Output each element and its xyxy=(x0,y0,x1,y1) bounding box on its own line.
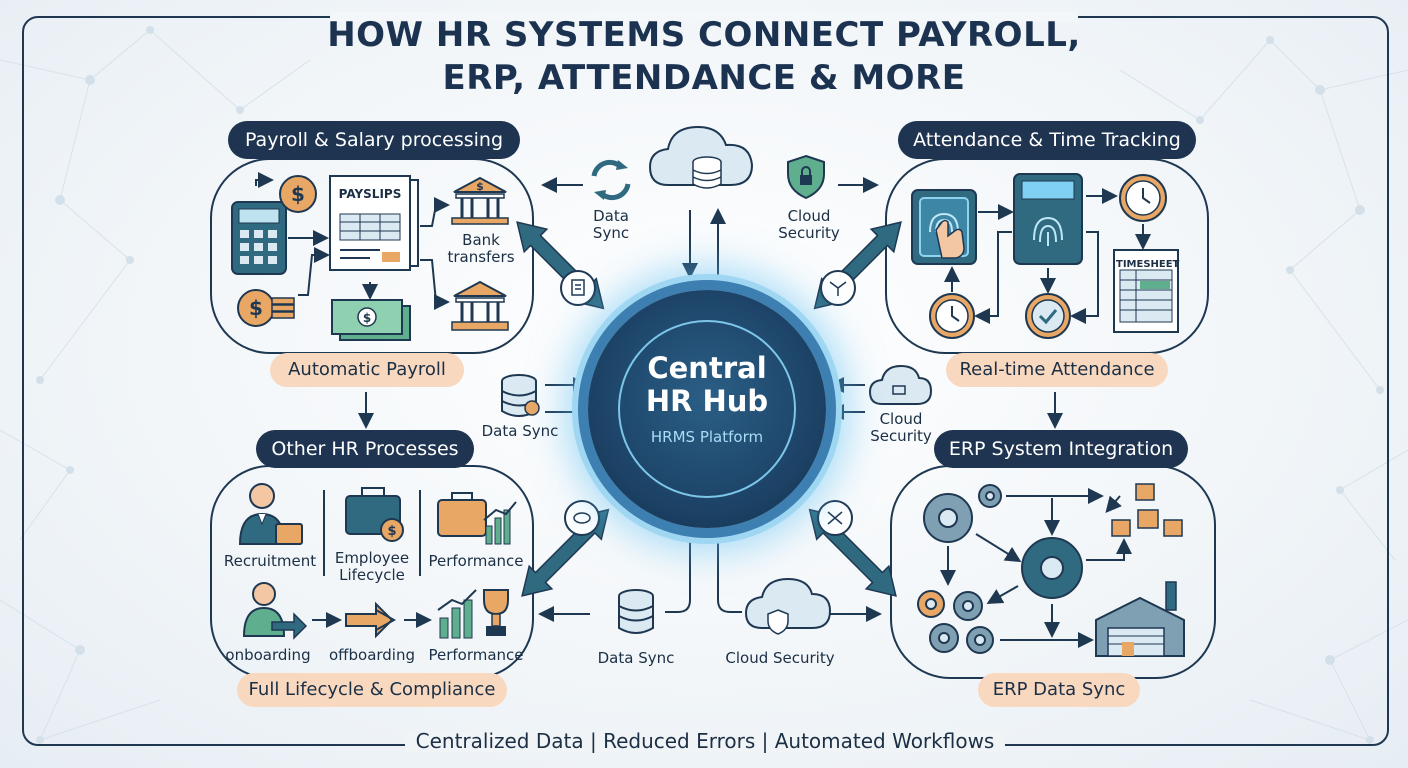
offboarding-arrow-icon xyxy=(345,601,397,639)
small-cloud-icon xyxy=(868,364,933,405)
footer-backdrop xyxy=(405,732,1005,752)
payslips-label: PAYSLIPS xyxy=(338,187,402,201)
title-backdrop xyxy=(330,12,1078,22)
svg-text:$: $ xyxy=(249,296,263,320)
svg-text:$: $ xyxy=(363,311,371,325)
check-timer-icon xyxy=(1025,293,1071,339)
document-badge-icon xyxy=(560,270,596,306)
cash-icon: $ xyxy=(331,299,411,341)
bottom-database-icon xyxy=(618,589,654,634)
factory-warehouse-icon xyxy=(1095,581,1185,657)
stopwatch-icon xyxy=(929,293,975,339)
bottom-cloud-security-label: Cloud Security xyxy=(725,649,835,667)
arrow-hub-down-left xyxy=(665,536,691,613)
hub-inner-ring xyxy=(618,320,796,498)
shield-lock-icon xyxy=(787,154,825,200)
svg-text:$: $ xyxy=(291,182,305,206)
hub-title-line-1: Central xyxy=(647,351,767,385)
bank-transfers-label: Bank transfers xyxy=(438,232,524,266)
hub-subtitle: HRMS Platform xyxy=(650,428,764,446)
calculator-icon xyxy=(231,201,287,275)
database-icon xyxy=(501,374,540,417)
top-cloud-security-label: Cloud Security xyxy=(774,208,844,242)
performance-briefcase-icon xyxy=(437,492,517,545)
payslip-document-icon xyxy=(329,175,419,271)
right-security-line-1: Cloud xyxy=(879,410,923,428)
bottom-data-sync-label: Data Sync xyxy=(597,649,675,667)
hub-title-line-2: HR Hub xyxy=(645,384,769,418)
gear-large-icon xyxy=(923,493,973,543)
left-data-sync-label: Data Sync xyxy=(481,422,559,440)
top-sync-line-2: Sync xyxy=(592,224,630,242)
title-line-1: HOW HR SYSTEMS CONNECT PAYROLL, xyxy=(327,15,1081,55)
boxes-icon xyxy=(1111,483,1183,537)
timesheet-icon xyxy=(1113,249,1179,333)
attendance-header: Attendance & Time Tracking xyxy=(898,121,1196,159)
top-security-line-1: Cloud xyxy=(787,207,831,225)
bank-label-1: Bank xyxy=(462,231,500,249)
onboarding-label: onboarding xyxy=(225,646,311,664)
bank-building-icon xyxy=(451,280,509,331)
cloud-database-icon xyxy=(648,125,754,189)
recruiter-icon xyxy=(238,483,303,545)
payroll-header: Payroll & Salary processing xyxy=(228,121,520,159)
onboarding-person-icon xyxy=(242,582,308,640)
employee-label-1: Employee xyxy=(334,549,410,567)
cloud-lock-icon xyxy=(744,577,832,635)
right-security-line-2: Security xyxy=(870,427,932,445)
employee-lifecycle-label: Employee Lifecycle xyxy=(326,550,418,584)
gear-small-icon xyxy=(978,484,1002,508)
payroll-footer: Automatic Payroll xyxy=(270,353,464,387)
offboarding-label: offboarding xyxy=(328,646,416,664)
hr-processes-header: Other HR Processes xyxy=(256,430,474,468)
gear-cluster-icon xyxy=(917,590,994,654)
gear-center-icon xyxy=(1021,537,1083,599)
sync-badge-icon xyxy=(564,500,600,536)
timesheet-label: TIMESHEET xyxy=(1116,259,1180,270)
trophy-chart-icon xyxy=(437,589,509,639)
erp-footer: ERP Data Sync xyxy=(978,673,1140,707)
recruitment-label: Recruitment xyxy=(223,552,317,570)
central-hub: Central HR Hub HRMS Platform xyxy=(588,290,826,528)
coin-stack-icon: $ xyxy=(237,289,295,327)
right-cloud-security-label: Cloud Security xyxy=(866,411,936,445)
briefcase-dollar-icon: $ xyxy=(345,487,404,542)
title-line-2: ERP, ATTENDANCE & MORE xyxy=(442,58,966,98)
arrow-hub-down-right xyxy=(717,536,742,613)
hub-title: Central HR Hub xyxy=(588,352,826,418)
employee-label-2: Lifecycle xyxy=(339,566,405,584)
clock-icon xyxy=(1119,174,1167,222)
svg-text:$: $ xyxy=(387,524,396,539)
bank-label-2: transfers xyxy=(447,248,515,266)
bank-icon: $ xyxy=(451,176,509,225)
fingerprint-scanner-icon xyxy=(911,189,977,265)
dollar-coin-icon: $ xyxy=(279,175,317,213)
erp-header: ERP System Integration xyxy=(934,430,1188,468)
performance-top-label: Performance xyxy=(428,552,524,570)
footer-tagline: Centralized Data | Reduced Errors | Auto… xyxy=(415,729,995,753)
biometric-device-icon xyxy=(1013,173,1083,265)
performance-bottom-label: Performance xyxy=(428,646,524,664)
attendance-footer: Real-time Attendance xyxy=(946,353,1168,387)
top-sync-line-1: Data xyxy=(593,207,629,225)
page-title: HOW HR SYSTEMS CONNECT PAYROLL, ERP, ATT… xyxy=(300,14,1108,100)
top-security-line-2: Security xyxy=(778,224,840,242)
svg-text:$: $ xyxy=(476,180,484,193)
arrow-hub-erp xyxy=(808,508,897,597)
hr-processes-footer: Full Lifecycle & Compliance xyxy=(237,673,507,707)
top-data-sync-label: Data Sync xyxy=(580,208,642,242)
